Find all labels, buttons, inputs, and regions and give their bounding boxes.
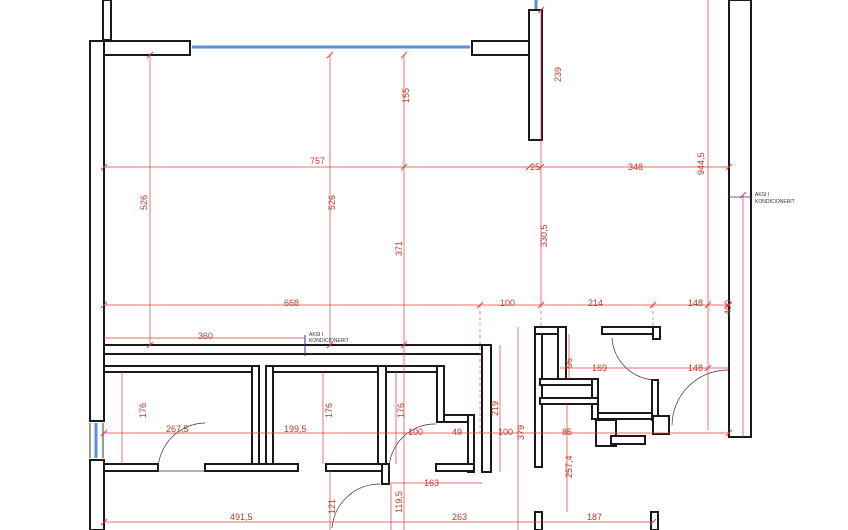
dim-257-4: 257,4 <box>564 455 574 478</box>
dim-219: 219 <box>490 401 500 416</box>
walls <box>89 0 752 530</box>
wall-left-upper <box>89 40 105 422</box>
dim-668: 668 <box>284 298 299 308</box>
dim-176-b: 176 <box>324 403 334 418</box>
wall-room-2-side-l <box>265 365 274 471</box>
dim-100-c: 100 <box>498 427 513 437</box>
dim-100-b: 100 <box>408 427 423 437</box>
wall-bottom-2 <box>204 463 299 472</box>
wall-bottom-5 <box>381 463 390 485</box>
wall-rc-top2 <box>601 326 658 335</box>
wall-rc-small <box>610 435 646 445</box>
wall-bottom-3 <box>325 463 387 472</box>
dim-85: 85 <box>562 427 572 437</box>
wall-rc-bottom-v <box>534 511 543 530</box>
dim-169: 169 <box>592 363 607 373</box>
dim-263: 263 <box>452 512 467 522</box>
dim-148-a: 148 <box>688 298 703 308</box>
door-room-1 <box>157 422 206 472</box>
wall-bottom-1 <box>103 463 159 472</box>
dim-148-b: 148 <box>688 363 703 373</box>
wall-top-vertical <box>528 9 543 141</box>
dim-360: 360 <box>198 331 213 341</box>
wall-rc-box-r <box>651 379 659 421</box>
dim-348: 348 <box>628 162 643 172</box>
dimension-lines <box>100 0 747 530</box>
ac-note-left-line2: KONDICIONERIT <box>309 338 349 344</box>
dim-239: 239 <box>553 67 563 82</box>
door-right-wall <box>671 369 729 426</box>
ac-note-right-line1: AKSI I <box>755 192 769 198</box>
dim-100-a: 100 <box>500 298 515 308</box>
dim-176-c: 176 <box>396 403 406 418</box>
dim-526-mid: 526 <box>327 195 337 210</box>
dim-155: 155 <box>401 88 411 103</box>
dim-214: 214 <box>588 298 603 308</box>
wall-top-right <box>471 40 530 56</box>
wall-left-lower <box>89 459 105 530</box>
dim-96: 96 <box>564 358 574 368</box>
dim-526-left: 526 <box>139 195 149 210</box>
wall-rc-box <box>597 412 655 420</box>
doors <box>157 337 729 529</box>
wall-mid-horizontal <box>103 344 483 355</box>
dimension-labels: 757 25 348 944,5 526 526 155 239 371 330… <box>138 67 733 522</box>
dim-330-5: 330,5 <box>539 224 549 247</box>
dim-379: 379 <box>516 425 526 440</box>
dim-491-5: 491,5 <box>230 512 253 522</box>
wall-right <box>728 0 752 438</box>
dim-49: 49 <box>452 427 462 437</box>
door-right-cluster <box>611 337 656 381</box>
wall-room-1 <box>103 365 255 373</box>
dim-25: 25 <box>530 162 540 172</box>
door-lower <box>331 483 381 529</box>
dim-199-5: 199,5 <box>284 424 307 434</box>
dim-944-5: 944,5 <box>696 152 706 175</box>
dim-119-5: 119,5 <box>394 491 404 513</box>
wall-room-3-side <box>436 365 445 423</box>
dim-371: 371 <box>394 241 404 256</box>
dim-163: 163 <box>424 478 439 488</box>
wall-room-1-side <box>251 365 260 471</box>
wall-bottom-4 <box>435 463 475 472</box>
dim-187: 187 <box>587 512 602 522</box>
dim-757: 757 <box>310 156 325 166</box>
wall-rc-bottom <box>539 397 599 405</box>
dim-267-5: 267,5 <box>166 424 189 434</box>
wall-rc-inner-v <box>557 326 567 386</box>
wall-rc-right-v <box>652 415 670 435</box>
wall-rc-topside <box>652 326 661 340</box>
ac-note-left-line1: AKSI I <box>309 332 323 338</box>
dim-400: 400 <box>723 300 733 315</box>
wall-room-3 <box>385 365 443 373</box>
wall-room-2 <box>265 365 381 373</box>
wall-rc-inner-h <box>539 378 599 386</box>
dim-121: 121 <box>327 499 337 514</box>
ac-note-right-line2: KONDICIONERIT <box>755 199 795 205</box>
dim-176-a: 176 <box>138 403 148 418</box>
ac-notes: AKSI I KONDICIONERIT AKSI I KONDICIONERI… <box>304 192 795 356</box>
wall-corridor-right <box>481 344 492 473</box>
door-room-3 <box>388 423 437 471</box>
wall-room-2-side-r <box>377 365 387 471</box>
windows <box>89 0 538 458</box>
wall-top-left-stub <box>102 0 112 41</box>
